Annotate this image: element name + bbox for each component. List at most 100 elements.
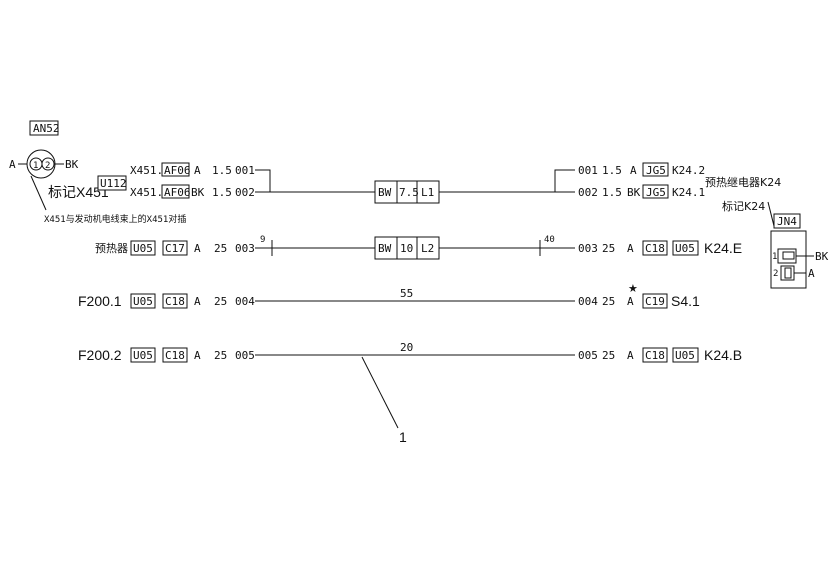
row5-right-name: K24.B <box>704 347 742 363</box>
row5-left-box1 <box>130 347 156 363</box>
row3-left-size: 25 <box>214 242 227 255</box>
harness-u112: U112 <box>100 177 127 190</box>
relay-label: 标记K24 <box>722 199 765 213</box>
row5-right-num: 005 <box>578 349 598 362</box>
row1-left-name: X451.1 <box>130 164 170 177</box>
row4-right-name: S4.1 <box>671 293 700 309</box>
row4-right-num: 004 <box>578 295 598 308</box>
row3-right-color: A <box>627 242 634 255</box>
row5-left-box2 <box>162 347 188 363</box>
row2-mid-label2: 7.5 <box>399 186 419 199</box>
row3-left-num: 003 <box>235 242 255 255</box>
relay-pin1-socket <box>782 251 795 260</box>
row-003: 预热器 U05 C17 A 25 003 9 BW 10 L2 40 003 2… <box>95 235 742 260</box>
row2-right-num: 002 <box>578 186 598 199</box>
relay-title: 预热继电器K24 <box>705 176 781 189</box>
row2-left-box1-label: AF06 <box>164 186 191 199</box>
row5-left-box2-label: C18 <box>165 349 185 362</box>
row-002: X451.2 AF06 BK 1.5 002 BW 7.5 L1 002 1.5… <box>130 180 705 204</box>
row2-right-box1-label: JG5 <box>646 186 666 199</box>
row5-left-size: 25 <box>214 349 227 362</box>
connector-wire-bk-label: BK <box>65 158 79 171</box>
row4-right-box1-label: C19 <box>645 295 665 308</box>
row4-left-color: A <box>194 295 201 308</box>
row2-right-name: K24.1 <box>672 186 705 199</box>
row1-right-box1-label: JG5 <box>646 164 666 177</box>
an52-tag: AN52 <box>33 122 60 135</box>
relay-leader <box>767 201 775 227</box>
connector-leader <box>30 175 47 211</box>
row2-left-name: X451.2 <box>130 186 170 199</box>
row3-left-box2 <box>162 240 188 256</box>
row3-right-box1-label: C18 <box>645 242 665 255</box>
row3-left-box1 <box>130 240 156 256</box>
jn4-tag: JN4 <box>777 215 797 228</box>
relay-wire-a-label: A <box>808 267 815 280</box>
row5-right-box1-label: C18 <box>645 349 665 362</box>
row5-left-box1-label: U05 <box>133 349 153 362</box>
row3-right-num: 003 <box>578 242 598 255</box>
row4-left-box2 <box>162 293 188 309</box>
row3-left-box1-label: U05 <box>133 242 153 255</box>
row2-right-color: BK <box>627 186 641 199</box>
relay-pin2-socket <box>784 267 792 279</box>
row3-right-box1 <box>642 240 668 256</box>
row5-right-color: A <box>627 349 634 362</box>
row1-right-size: 1.5 <box>602 164 622 177</box>
row5-left-num: 005 <box>235 349 255 362</box>
row-005: F200.2 U05 C18 A 25 005 20 005 25 A C18 … <box>78 341 742 363</box>
row3-left-box2-label: C17 <box>165 242 185 255</box>
row5-left-color: A <box>194 349 201 362</box>
connector-note: X451与发动机电线束上的X451对插 <box>44 213 186 225</box>
connector-pin2-label: 2 <box>45 161 50 171</box>
row1-left-box1 <box>161 162 190 177</box>
row1-wire-left <box>255 169 271 192</box>
row-004: F200.1 U05 C18 A 25 004 55 004 25 A ★ C1… <box>78 282 700 309</box>
row3-left-color: A <box>194 242 201 255</box>
row2-right-box1 <box>642 184 669 199</box>
row2-mid-label1: BW <box>378 186 392 199</box>
harness-u112-box <box>97 175 127 191</box>
row4-left-num: 004 <box>235 295 255 308</box>
row2-mid-label3: L1 <box>421 186 434 199</box>
row1-left-color: A <box>194 164 201 177</box>
relay-k24: 预热继电器K24 标记K24 JN4 1 2 BK A <box>705 176 829 289</box>
row1-right-num: 001 <box>578 164 598 177</box>
callout-leader-line <box>361 356 399 429</box>
row1-right-color: A <box>630 164 637 177</box>
an52-tag-box <box>29 120 59 136</box>
row4-left-name: F200.1 <box>78 293 122 309</box>
row2-left-color: BK <box>191 186 205 199</box>
row5-length: 20 <box>400 341 413 354</box>
callout-1: 1 <box>361 356 407 445</box>
row4-right-size: 25 <box>602 295 615 308</box>
row4-left-box1 <box>130 293 156 309</box>
row1-left-num: 001 <box>235 164 255 177</box>
row3-right-size: 25 <box>602 242 615 255</box>
row3-tick-right-label: 40 <box>544 235 555 245</box>
row3-left-name: 预热器 <box>95 242 128 255</box>
row5-right-size: 25 <box>602 349 615 362</box>
connector-an52: AN52 1 2 A BK 标记X451 U112 X451与发动机电线束上的X… <box>9 120 186 225</box>
connector-wire-a-label: A <box>9 158 16 171</box>
row5-left-name: F200.2 <box>78 347 122 363</box>
row4-left-box2-label: C18 <box>165 295 185 308</box>
row3-mid-label2: 10 <box>400 242 413 255</box>
connector-pin1-label: 1 <box>33 161 38 171</box>
row1-right-name: K24.2 <box>672 164 705 177</box>
row2-left-num: 002 <box>235 186 255 199</box>
row4-right-color: A <box>627 295 634 308</box>
row3-tick-left-label: 9 <box>260 235 265 245</box>
relay-wire-bk-label: BK <box>815 250 829 263</box>
row1-wire-right <box>554 169 575 192</box>
row5-right-box2 <box>672 347 699 363</box>
row-001: X451.1 AF06 A 1.5 001 001 1.5 A JG5 K24.… <box>130 162 705 192</box>
relay-pin1-label: 1 <box>772 252 777 262</box>
relay-pin2-label: 2 <box>773 269 778 279</box>
callout-label: 1 <box>399 429 407 445</box>
row2-left-box1 <box>161 184 190 199</box>
row1-left-size: 1.5 <box>212 164 232 177</box>
row1-right-box1 <box>642 162 669 177</box>
row3-right-box2-label: U05 <box>675 242 695 255</box>
